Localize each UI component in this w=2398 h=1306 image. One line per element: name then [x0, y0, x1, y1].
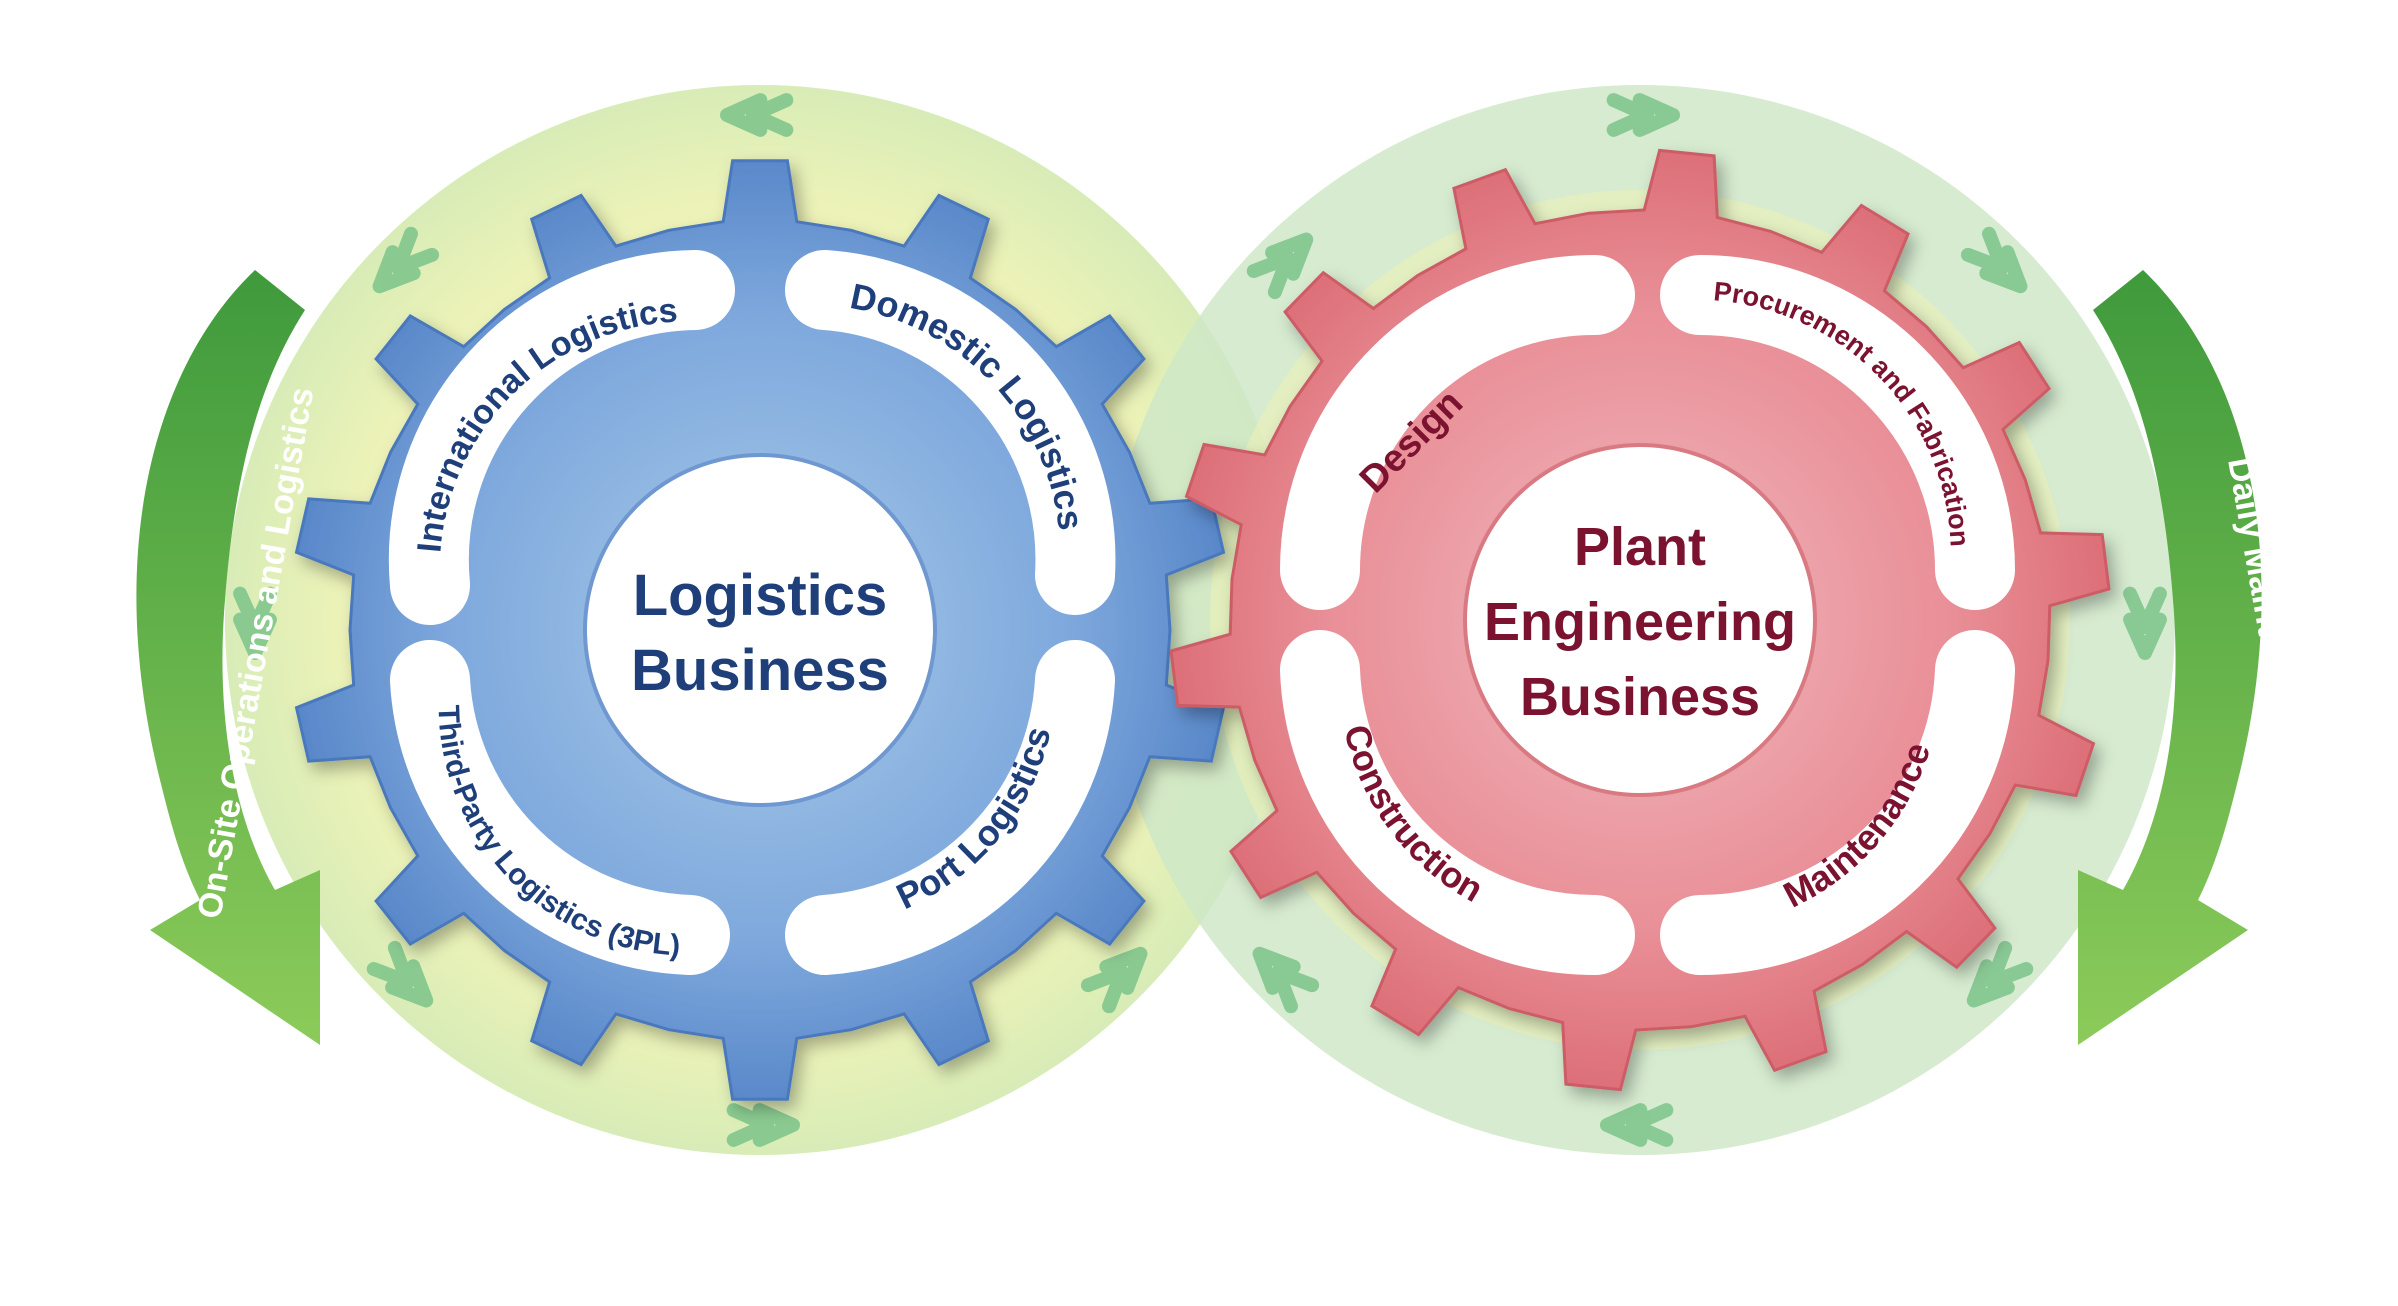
plant-title-line1: Plant	[1574, 517, 1706, 577]
logistics-title-line1: Logistics	[633, 563, 888, 628]
plant-center-hub	[1463, 443, 1817, 797]
chevron-icon	[1265, 232, 1314, 281]
segment-design	[1280, 255, 1635, 610]
chevron-icon	[1626, 1103, 1674, 1147]
cycle-direction-chevrons	[233, 93, 2167, 1147]
segment-international-logistics	[388, 250, 735, 625]
chevron-icon	[1246, 250, 1295, 300]
chevron-icon	[1606, 93, 1654, 137]
chevron-icon	[1252, 946, 1301, 995]
chevron-icon	[390, 226, 440, 275]
chevron-icon	[1979, 245, 2028, 294]
plant-title-line3: Business	[1520, 667, 1760, 727]
chevron-icon	[720, 93, 768, 137]
chevron-icon	[2123, 612, 2167, 660]
chevron-icon	[233, 586, 277, 634]
chevron-icon	[233, 612, 277, 660]
segment-port-logistics	[785, 640, 1115, 975]
chevron-icon	[1600, 1103, 1648, 1147]
chevron-icon	[385, 959, 434, 1008]
chevron-icon	[1270, 965, 1320, 1014]
plant-title-line2: Engineering	[1484, 592, 1796, 652]
segment-maintenance	[1660, 630, 2015, 975]
chevron-icon	[366, 940, 415, 990]
chevron-icon	[1632, 93, 1680, 137]
chevron-icon	[726, 1103, 774, 1147]
chevron-icon	[372, 245, 421, 294]
chevron-icon	[746, 93, 794, 137]
segment-procurement-fabrication	[1660, 255, 2015, 610]
segment-domestic-logistics	[785, 250, 1116, 615]
chevron-icon	[1080, 965, 1130, 1014]
chevron-icon	[1099, 946, 1148, 995]
segment-construction	[1280, 630, 1635, 975]
chevron-icon	[2123, 586, 2167, 634]
chevron-icon	[1966, 959, 2015, 1008]
plant-segments	[1280, 255, 2015, 975]
chevron-icon	[1960, 226, 2010, 275]
chevron-icon	[1985, 940, 2034, 990]
logistics-segments	[388, 250, 1116, 975]
logistics-title-line2: Business	[631, 638, 889, 703]
segment-third-party-logistics	[390, 640, 730, 975]
logistics-center-hub	[583, 453, 937, 807]
chevron-icon	[752, 1103, 800, 1147]
